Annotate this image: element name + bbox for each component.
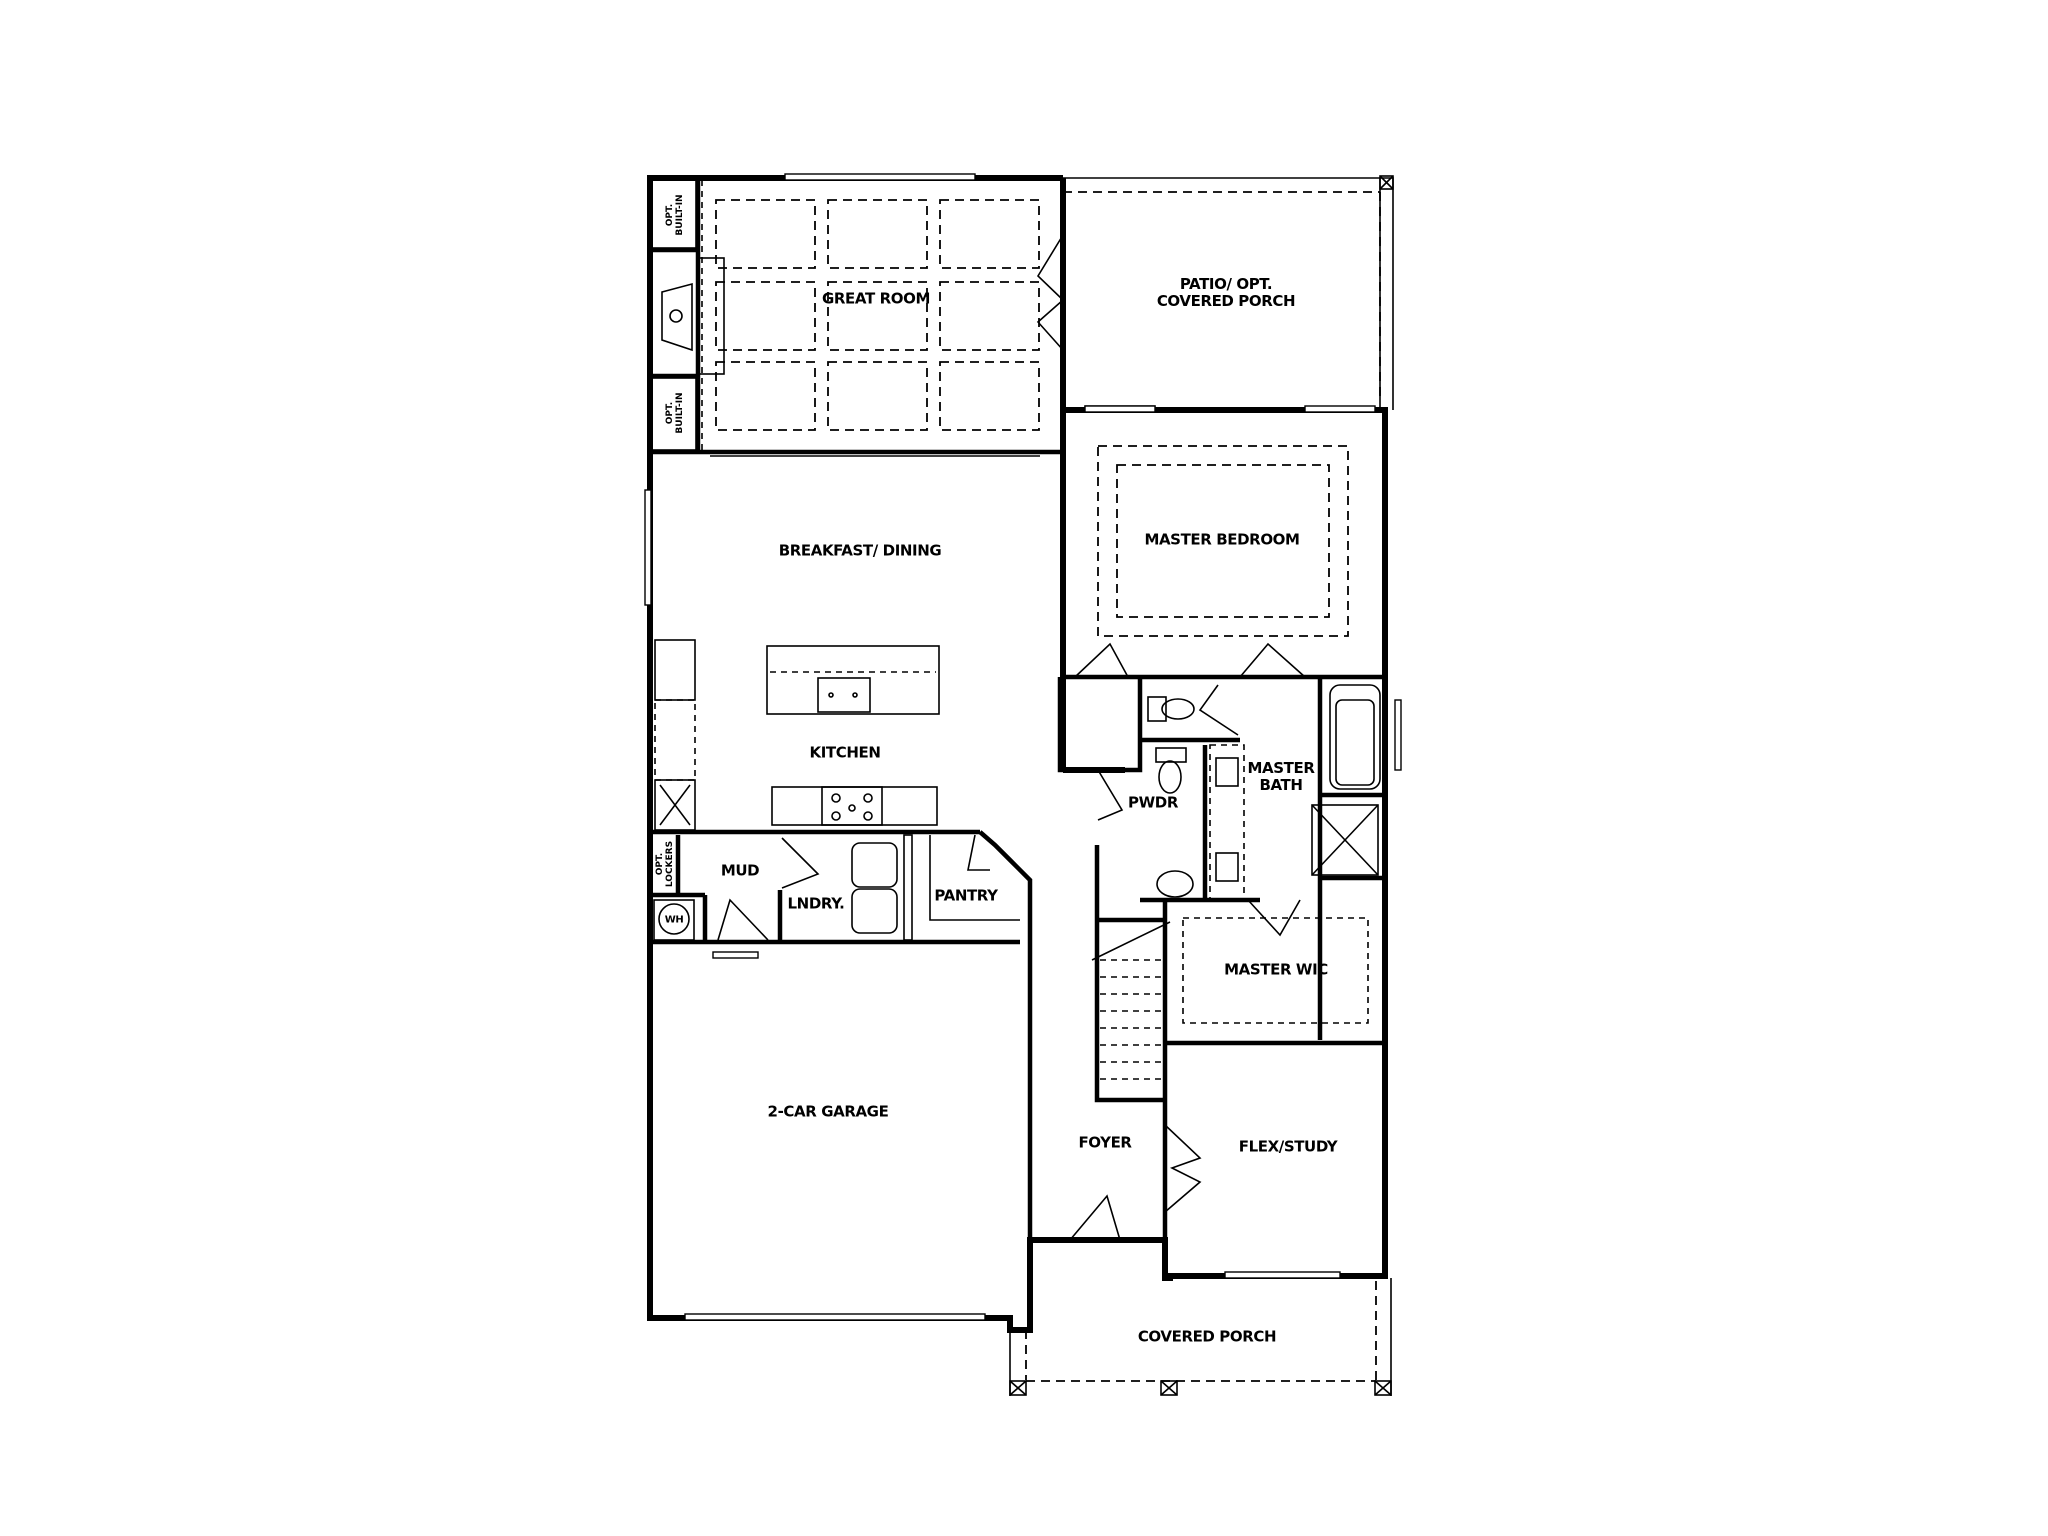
room-label-master-wic: MASTER WIC xyxy=(1224,960,1328,979)
fixture-label-line: LOCKERS xyxy=(665,840,675,888)
room-label-breakfast-dining: BREAKFAST/ DINING xyxy=(778,541,942,560)
windows xyxy=(644,173,1402,1321)
room-label-great-room: GREAT ROOM xyxy=(822,289,930,308)
room-label-garage: 2-CAR GARAGE xyxy=(767,1102,889,1121)
covered-porch-area xyxy=(1009,1278,1392,1396)
room-label-kitchen: KITCHEN xyxy=(809,743,881,762)
room-label-flex-study: FLEX/STUDY xyxy=(1238,1137,1338,1156)
room-label-patio-line1: PATIO/ OPT. xyxy=(1179,275,1273,293)
room-label-master-bath-line1: MASTER xyxy=(1247,759,1315,777)
fixture-label-line: BUILT-IN xyxy=(675,392,685,434)
room-label-foyer: FOYER xyxy=(1078,1133,1132,1152)
room-label-patio: PATIO/ OPT. COVERED PORCH xyxy=(1156,275,1296,310)
fixture-label-opt-lockers: OPT. LOCKERS xyxy=(655,841,675,887)
stairs-foyer-area xyxy=(1069,845,1385,1241)
patio-area xyxy=(1063,175,1394,400)
great-room-area xyxy=(650,179,1065,457)
room-label-master-bath-line2: BATH xyxy=(1259,776,1303,794)
room-label-laundry: LNDRY. xyxy=(787,894,845,913)
utility-area xyxy=(650,829,1033,1240)
fixture-label-line: OPT. xyxy=(665,203,675,227)
room-label-master-bath: MASTER BATH xyxy=(1248,760,1315,794)
room-label-powder: PWDR xyxy=(1128,793,1178,812)
kitchen-area xyxy=(654,639,1125,831)
room-label-covered-porch: COVERED PORCH xyxy=(1137,1327,1277,1346)
room-label-patio-line2: COVERED PORCH xyxy=(1156,292,1296,310)
fixture-label-opt-built-in-bottom: OPT. BUILT-IN xyxy=(665,392,685,433)
water-heater-label: WH xyxy=(664,914,684,926)
room-label-pantry: PANTRY xyxy=(934,886,998,905)
fixture-label-line: OPT. xyxy=(655,852,665,876)
room-label-master-bedroom: MASTER BEDROOM xyxy=(1144,530,1300,549)
fixture-label-opt-built-in-top: OPT. BUILT-IN xyxy=(665,194,685,235)
master-bedroom-area xyxy=(1060,410,1385,770)
fixture-label-line: OPT. xyxy=(665,401,675,425)
bath-area xyxy=(1057,677,1385,1040)
fixture-label-line: BUILT-IN xyxy=(675,194,685,236)
room-label-mud: MUD xyxy=(720,861,760,880)
